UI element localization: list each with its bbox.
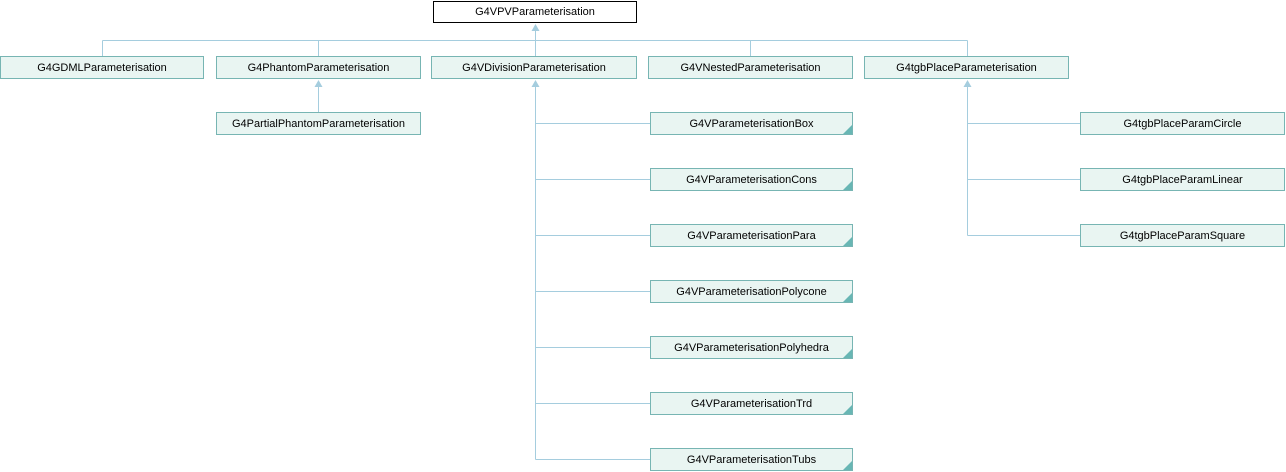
node-g4vparameterisationpara[interactable]: G4VParameterisationPara bbox=[650, 224, 853, 247]
node-g4vparameterisationtrd[interactable]: G4VParameterisationTrd bbox=[650, 392, 853, 415]
node-g4vpvparameterisation[interactable]: G4VPVParameterisation bbox=[433, 1, 637, 23]
fold-corner-icon bbox=[843, 237, 852, 246]
node-label: G4GDMLParameterisation bbox=[37, 61, 167, 74]
node-g4vparameterisationpolyhedra[interactable]: G4VParameterisationPolyhedra bbox=[650, 336, 853, 359]
node-label: G4tgbPlaceParamSquare bbox=[1119, 229, 1246, 242]
inheritance-arrow-tgbplace bbox=[963, 80, 972, 87]
fold-corner-icon bbox=[843, 293, 852, 302]
fold-corner-icon bbox=[843, 181, 852, 190]
node-label: G4VParameterisationBox bbox=[689, 117, 814, 130]
node-label: G4PhantomParameterisation bbox=[247, 61, 390, 74]
fold-corner-icon bbox=[843, 349, 852, 358]
node-label: G4VParameterisationTubs bbox=[686, 453, 817, 466]
node-label: G4VParameterisationTrd bbox=[690, 397, 813, 410]
node-label: G4VPVParameterisation bbox=[475, 6, 595, 18]
fold-corner-icon bbox=[843, 461, 852, 470]
node-g4tgbplaceparamcircle[interactable]: G4tgbPlaceParamCircle bbox=[1080, 112, 1285, 135]
node-g4partialphantomparameterisation[interactable]: G4PartialPhantomParameterisation bbox=[216, 112, 421, 135]
node-g4tgbplaceparamsquare[interactable]: G4tgbPlaceParamSquare bbox=[1080, 224, 1285, 247]
node-g4vparameterisationbox[interactable]: G4VParameterisationBox bbox=[650, 112, 853, 135]
node-label: G4VDivisionParameterisation bbox=[462, 61, 606, 74]
node-g4vdivisionparameterisation[interactable]: G4VDivisionParameterisation bbox=[431, 56, 637, 79]
node-label: G4tgbPlaceParameterisation bbox=[896, 61, 1037, 74]
inheritance-arrow-phantom bbox=[314, 80, 323, 87]
node-g4vparameterisationpolycone[interactable]: G4VParameterisationPolycone bbox=[650, 280, 853, 303]
node-g4gdmlparameterisation[interactable]: G4GDMLParameterisation bbox=[0, 56, 204, 79]
node-g4tgbplaceparamlinear[interactable]: G4tgbPlaceParamLinear bbox=[1080, 168, 1285, 191]
node-label: G4tgbPlaceParamCircle bbox=[1123, 117, 1242, 130]
inheritance-arrow-division bbox=[531, 80, 540, 87]
fold-corner-icon bbox=[843, 405, 852, 414]
node-label: G4VNestedParameterisation bbox=[680, 61, 821, 74]
node-g4vparameterisationcons[interactable]: G4VParameterisationCons bbox=[650, 168, 853, 191]
node-label: G4tgbPlaceParamLinear bbox=[1122, 173, 1243, 186]
node-g4vparameterisationtubs[interactable]: G4VParameterisationTubs bbox=[650, 448, 853, 471]
node-g4phantomparameterisation[interactable]: G4PhantomParameterisation bbox=[216, 56, 421, 79]
node-g4vnestedparameterisation[interactable]: G4VNestedParameterisation bbox=[648, 56, 853, 79]
node-label: G4PartialPhantomParameterisation bbox=[231, 117, 406, 130]
inheritance-arrow-root bbox=[531, 24, 540, 31]
node-g4tgbplaceparameterisation[interactable]: G4tgbPlaceParameterisation bbox=[864, 56, 1069, 79]
fold-corner-icon bbox=[843, 125, 852, 134]
node-label: G4VParameterisationPolyhedra bbox=[674, 341, 829, 354]
node-label: G4VParameterisationCons bbox=[686, 173, 817, 186]
node-label: G4VParameterisationPara bbox=[687, 229, 816, 242]
node-label: G4VParameterisationPolycone bbox=[676, 285, 827, 298]
